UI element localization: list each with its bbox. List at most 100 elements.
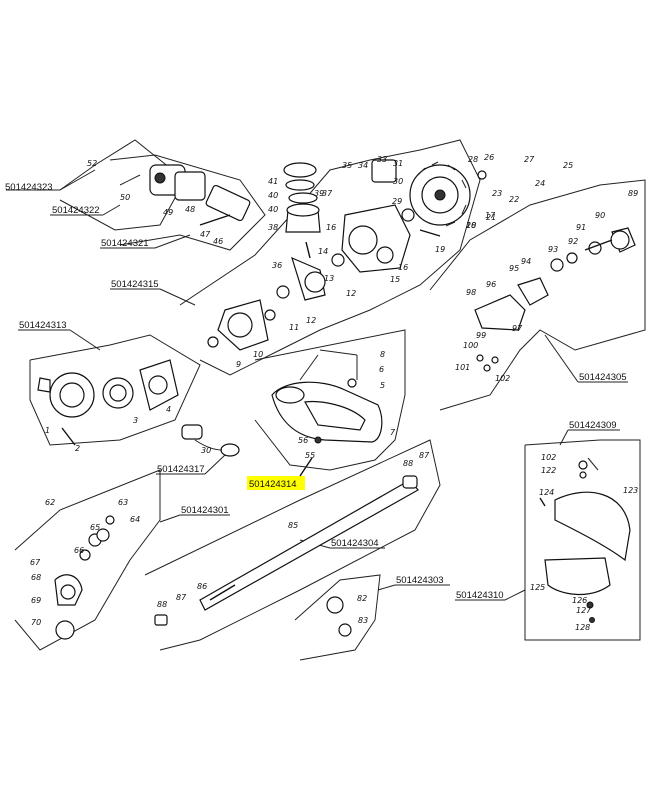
part-number-26: 26 [484, 153, 494, 162]
part-number-40: 40 [268, 205, 278, 214]
part-number-49: 49 [163, 208, 173, 217]
code-leaders [6, 169, 628, 601]
code-501424323: 501424323 [5, 182, 53, 193]
part-number-66: 66 [74, 546, 84, 555]
part-number-40: 40 [268, 191, 278, 200]
part-number-101: 101 [455, 363, 470, 372]
part-number-86: 86 [197, 582, 207, 591]
part-number-4: 4 [166, 405, 171, 414]
part-number-124: 124 [539, 488, 554, 497]
part-number-21: 21 [486, 213, 496, 222]
outline-501424309 [524, 439, 641, 641]
outline-501424314 [254, 329, 406, 471]
part-number-56: 56 [298, 436, 308, 445]
part-number-24: 24 [535, 179, 545, 188]
part-number-68: 68 [31, 573, 41, 582]
part-number-102: 102 [541, 453, 556, 462]
code-501424315: 501424315 [111, 279, 159, 290]
part-number-126: 126 [572, 596, 587, 605]
part-number-82: 82 [357, 594, 367, 603]
part-number-67: 67 [30, 558, 41, 567]
part-number-98: 98 [466, 288, 476, 297]
part-number-9: 9 [236, 360, 241, 369]
part-number-92: 92 [568, 237, 578, 246]
part-number-33: 33 [377, 155, 387, 164]
part-number-64: 64 [130, 515, 140, 524]
part-number-96: 96 [486, 280, 496, 289]
part-number-91: 91 [576, 223, 586, 232]
part-number-8: 8 [380, 350, 385, 359]
part-number-88: 88 [403, 459, 413, 468]
part-number-37: 37 [322, 189, 333, 198]
part-number-7: 7 [390, 428, 396, 437]
part-number-87: 87 [176, 593, 187, 602]
part-number-12: 12 [306, 316, 316, 325]
code-501424322: 501424322 [52, 205, 100, 216]
outline-501424304 [144, 439, 441, 651]
part-shapes [37, 159, 636, 640]
part-number-62: 62 [45, 498, 55, 507]
part-number-39: 39 [314, 189, 324, 198]
part-number-47: 47 [200, 230, 211, 239]
part-number-11: 11 [289, 323, 299, 332]
highlight-leader [299, 457, 313, 477]
part-number-83: 83 [358, 616, 368, 625]
part-number-22: 22 [509, 195, 519, 204]
outline-501424301 [14, 469, 161, 651]
code-501424314: 501424314 [249, 479, 297, 490]
part-number-31: 31 [393, 159, 403, 168]
part-number-55: 55 [305, 451, 315, 460]
part-number-100: 100 [463, 341, 478, 350]
part-number-15: 15 [390, 275, 400, 284]
code-501424310: 501424310 [456, 590, 504, 601]
part-number-13: 13 [324, 274, 334, 283]
part-number-3: 3 [133, 416, 138, 425]
part-number-52: 52 [87, 159, 97, 168]
outline-501424305 [429, 179, 646, 411]
part-number-35: 35 [342, 161, 352, 170]
part-number-23: 23 [492, 189, 502, 198]
part-number-16: 16 [326, 223, 336, 232]
part-number-97: 97 [512, 324, 523, 333]
part-number-94: 94 [521, 257, 531, 266]
part-number-99: 99 [476, 331, 486, 340]
part-number-95: 95 [509, 264, 519, 273]
part-number-36: 36 [272, 261, 282, 270]
part-number-1: 1 [45, 426, 50, 435]
outline-501424303 [294, 574, 381, 661]
part-number-87: 87 [419, 451, 430, 460]
outline-501424321 [109, 154, 266, 251]
part-number-90: 90 [595, 211, 605, 220]
part-number-28: 28 [468, 155, 478, 164]
code-501424313: 501424313 [19, 320, 67, 331]
part-number-69: 69 [31, 596, 41, 605]
part-number-16: 16 [398, 263, 408, 272]
part-number-34: 34 [358, 161, 368, 170]
outline-501424313 [29, 334, 201, 446]
code-501424309: 501424309 [569, 420, 617, 431]
part-number-127: 127 [576, 606, 592, 615]
part-number-5: 5 [380, 381, 385, 390]
part-number-128: 128 [575, 623, 590, 632]
code-501424303: 501424303 [396, 575, 444, 586]
part-number-17: 17 [485, 211, 496, 220]
part-number-25: 25 [563, 161, 573, 170]
part-number-12: 12 [346, 289, 356, 298]
code-501424301: 501424301 [181, 505, 229, 516]
part-number-10: 10 [253, 350, 263, 359]
part-number-125: 125 [530, 583, 545, 592]
part-number-6: 6 [379, 365, 384, 374]
part-number-41: 41 [268, 177, 278, 186]
part-number-65: 65 [90, 523, 100, 532]
part-number-48: 48 [185, 205, 195, 214]
part-number-20: 20 [466, 221, 476, 230]
highlight-501424314 [247, 476, 305, 490]
code-501424304: 501424304 [331, 538, 379, 549]
part-number-123: 123 [623, 486, 638, 495]
part-number-27: 27 [524, 155, 535, 164]
part-number-85: 85 [288, 521, 298, 530]
part-number-14: 14 [318, 247, 328, 256]
part-number-2: 2 [75, 444, 80, 453]
part-number-88: 88 [157, 600, 167, 609]
